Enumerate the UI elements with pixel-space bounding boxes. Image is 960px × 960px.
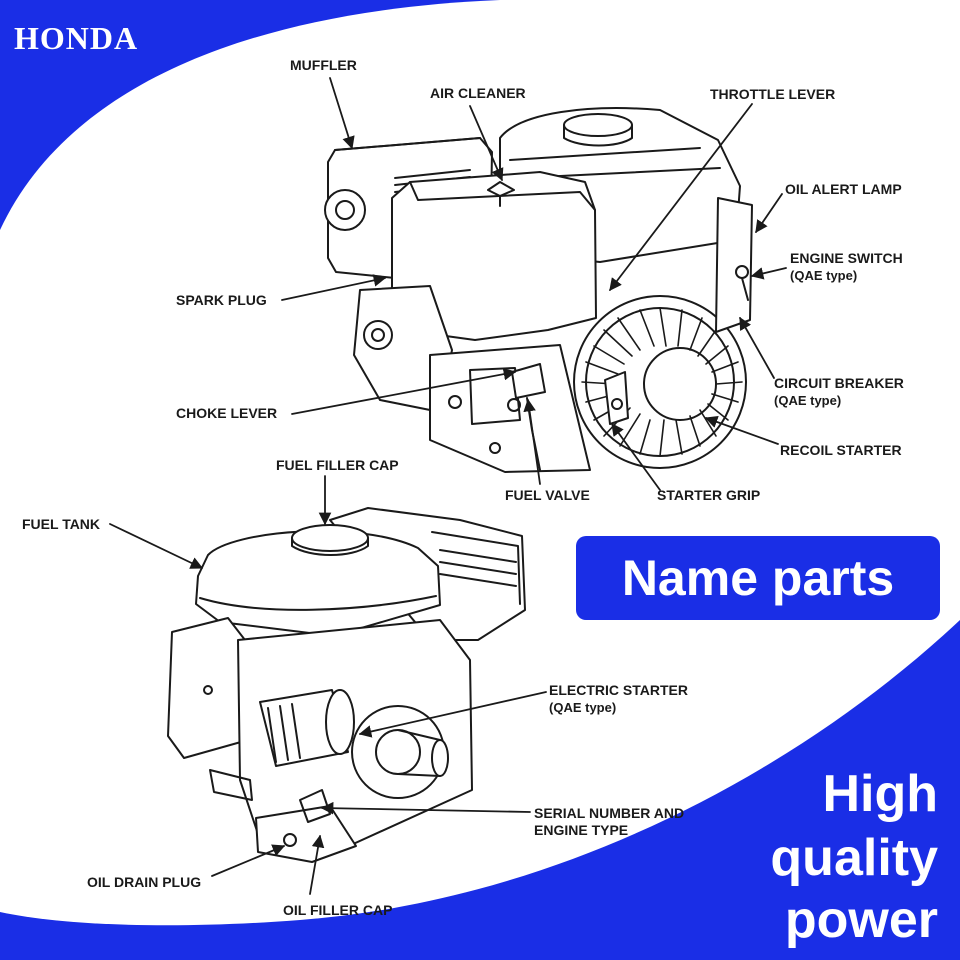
label-fuel-tank: FUEL TANK <box>22 516 101 532</box>
honda-logo: HONDA <box>14 20 139 56</box>
label-spark-plug: SPARK PLUG <box>176 292 267 308</box>
label-oil-alert-lamp: OIL ALERT LAMP <box>785 181 902 197</box>
label-choke-lever: CHOKE LEVER <box>176 405 278 421</box>
label-circuit-breaker: CIRCUIT BREAKER (QAE type) <box>774 375 904 409</box>
label-electric-starter: ELECTRIC STARTER (QAE type) <box>549 682 688 716</box>
label-engine-switch-text: ENGINE SWITCH <box>790 250 903 266</box>
name-parts-badge: Name parts <box>576 536 940 620</box>
label-serial-number-line1: SERIAL NUMBER AND <box>534 805 685 821</box>
label-recoil-starter: RECOIL STARTER <box>780 442 902 458</box>
tagline-high: High <box>822 765 938 823</box>
tagline-quality: quality <box>770 829 938 887</box>
bottom-engine <box>167 507 526 863</box>
top-engine <box>324 107 753 473</box>
label-serial-number: SERIAL NUMBER AND ENGINE TYPE <box>534 805 684 839</box>
label-muffler: MUFFLER <box>290 57 357 73</box>
label-oil-filler-cap: OIL FILLER CAP <box>283 902 393 918</box>
label-circuit-breaker-note: (QAE type) <box>774 393 842 408</box>
label-oil-drain-plug: OIL DRAIN PLUG <box>87 874 202 890</box>
label-engine-switch-note: (QAE type) <box>790 268 858 283</box>
label-circuit-breaker-text: CIRCUIT BREAKER <box>774 375 904 391</box>
label-starter-grip: STARTER GRIP <box>657 487 761 503</box>
leader-arrows <box>109 77 787 895</box>
label-engine-switch: ENGINE SWITCH (QAE type) <box>790 250 903 284</box>
label-fuel-valve: FUEL VALVE <box>505 487 590 503</box>
label-electric-starter-text: ELECTRIC STARTER <box>549 682 688 698</box>
tagline-power: power <box>784 891 938 949</box>
label-serial-number-line2: ENGINE TYPE <box>534 822 629 838</box>
label-air-cleaner: AIR CLEANER <box>430 85 526 101</box>
label-throttle-lever: THROTTLE LEVER <box>710 86 836 102</box>
label-fuel-filler-cap: FUEL FILLER CAP <box>276 457 399 473</box>
label-electric-starter-note: (QAE type) <box>549 700 617 715</box>
